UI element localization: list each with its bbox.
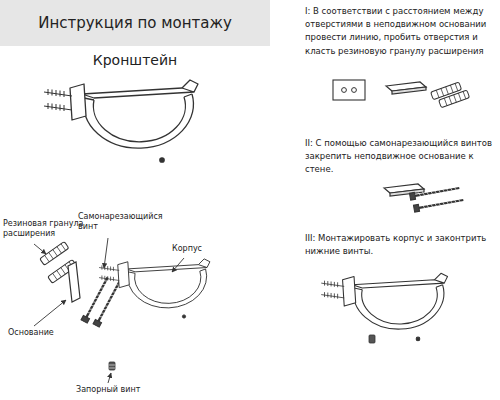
step-text: I: В соответствии с расстоянием между от… bbox=[305, 5, 497, 58]
callout-label: Самонарезающийся винт bbox=[78, 212, 162, 232]
subtitle: Кронштейн bbox=[60, 52, 210, 70]
step-text: II: С помощью самонарезающийся винтов за… bbox=[305, 137, 493, 177]
title-band: Инструкция по монтажу bbox=[0, 0, 270, 46]
page-title: Инструкция по монтажу bbox=[38, 14, 232, 32]
callout-label: Корпус bbox=[172, 244, 222, 254]
callout-label: Резиновая гранула расширения bbox=[3, 219, 85, 239]
callout-label: Запорный винт bbox=[76, 385, 156, 395]
callout-label: Основание bbox=[8, 328, 68, 338]
step-text: III: Монтажировать корпус и законтрить н… bbox=[305, 232, 493, 258]
